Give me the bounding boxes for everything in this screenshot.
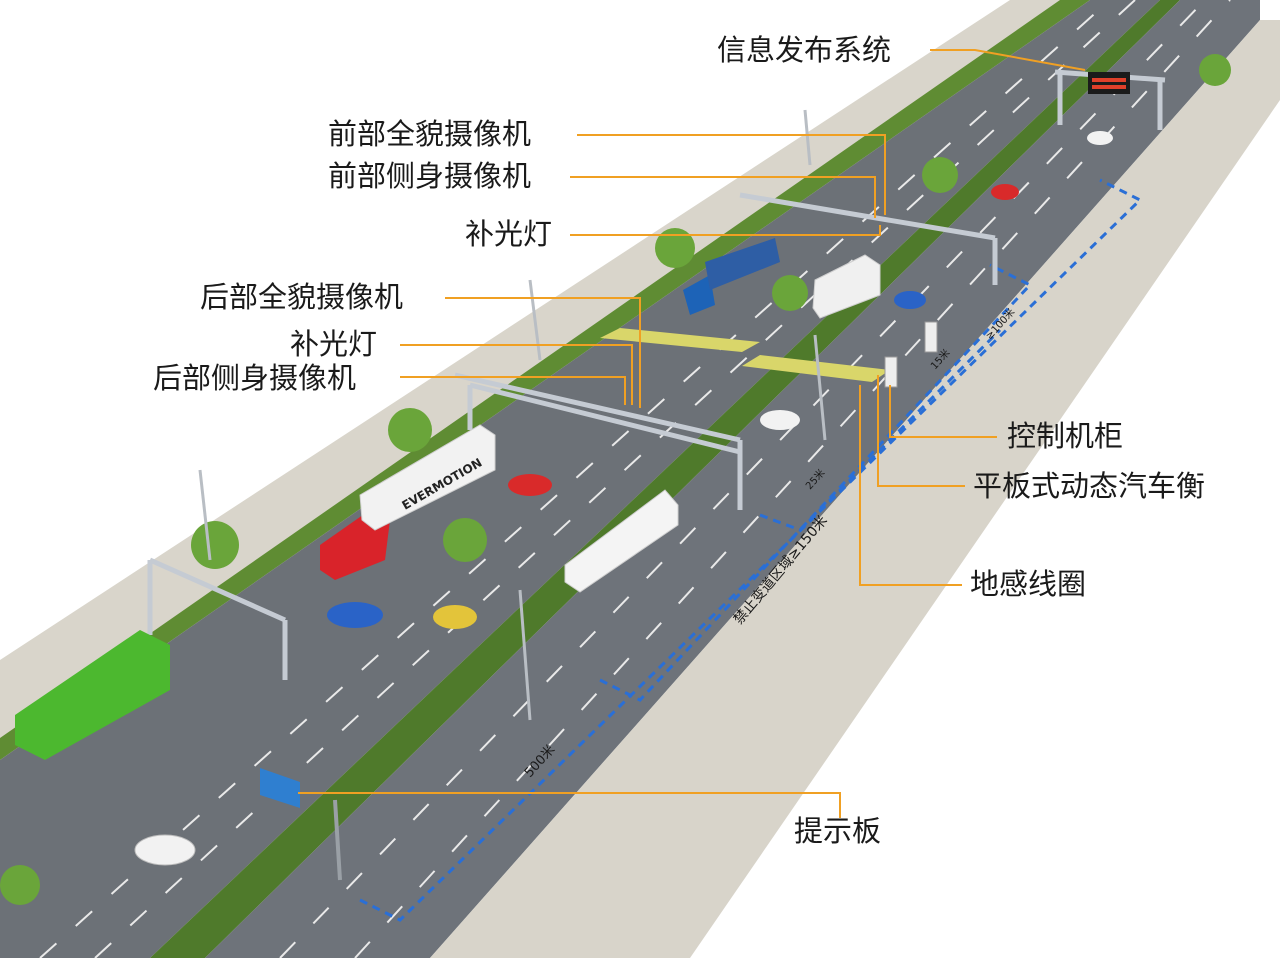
leader-rear-panorama-cam: [445, 297, 641, 408]
label-front-panorama-cam: 前部全貌摄像机: [328, 117, 532, 151]
leader-control-cabinet: [889, 385, 997, 438]
car-white-2: [1087, 131, 1113, 145]
led-info-board: [1088, 72, 1130, 94]
left-road: [0, 0, 1160, 958]
prompt-board-sign: [260, 768, 300, 808]
label-plate-scale: 平板式动态汽车衡: [973, 469, 1206, 503]
car-yellow: [433, 605, 477, 629]
leader-fill-light-front: [570, 225, 881, 236]
white-coach: [564, 489, 679, 593]
leader-plate-scale: [877, 375, 965, 487]
car-red-2: [991, 184, 1019, 200]
leader-info-release: [930, 49, 1086, 71]
right-sidewalk: [430, 20, 1280, 958]
white-box-truck: [812, 254, 881, 319]
leader-lines: [298, 49, 1086, 818]
vehicles: [15, 131, 1113, 866]
no-lane-change-zone: [359, 178, 1143, 922]
leader-front-side-cam: [570, 176, 876, 218]
label-info-release: 信息发布系统: [717, 33, 892, 67]
blue-trailer: [705, 238, 780, 290]
weigh-plate-right: [742, 355, 890, 382]
leader-front-panorama-cam: [577, 134, 886, 215]
control-cabinet-1: [884, 356, 898, 388]
car-white-3: [134, 834, 196, 866]
label-prompt-board: 提示板: [794, 814, 882, 848]
car-blue-1: [327, 602, 383, 628]
leader-prompt-board: [298, 792, 841, 818]
label-rear-panorama-cam: 后部全貌摄像机: [200, 280, 404, 314]
label-fill-light-rear: 补光灯: [290, 327, 378, 361]
car-white-1: [760, 410, 800, 430]
white-trailer: [359, 424, 496, 531]
trees: [0, 54, 1231, 905]
car-red-1: [508, 474, 552, 496]
label-control-cabinet: 控制机柜: [1007, 419, 1124, 453]
median: [150, 0, 1180, 958]
green-bus: [15, 630, 170, 760]
control-cabinet-2: [924, 321, 938, 353]
car-blue-2: [894, 291, 926, 309]
leader-ground-loop: [859, 385, 962, 586]
label-ground-loop: 地感线圈: [970, 567, 1087, 601]
leader-rear-side-cam: [400, 376, 626, 405]
blue-truck-cab: [683, 275, 715, 315]
leader-fill-light-rear: [400, 344, 633, 405]
label-rear-side-cam: 后部侧身摄像机: [153, 361, 357, 395]
label-front-side-cam: 前部侧身摄像机: [328, 159, 532, 193]
label-fill-light-front: 补光灯: [465, 217, 553, 251]
